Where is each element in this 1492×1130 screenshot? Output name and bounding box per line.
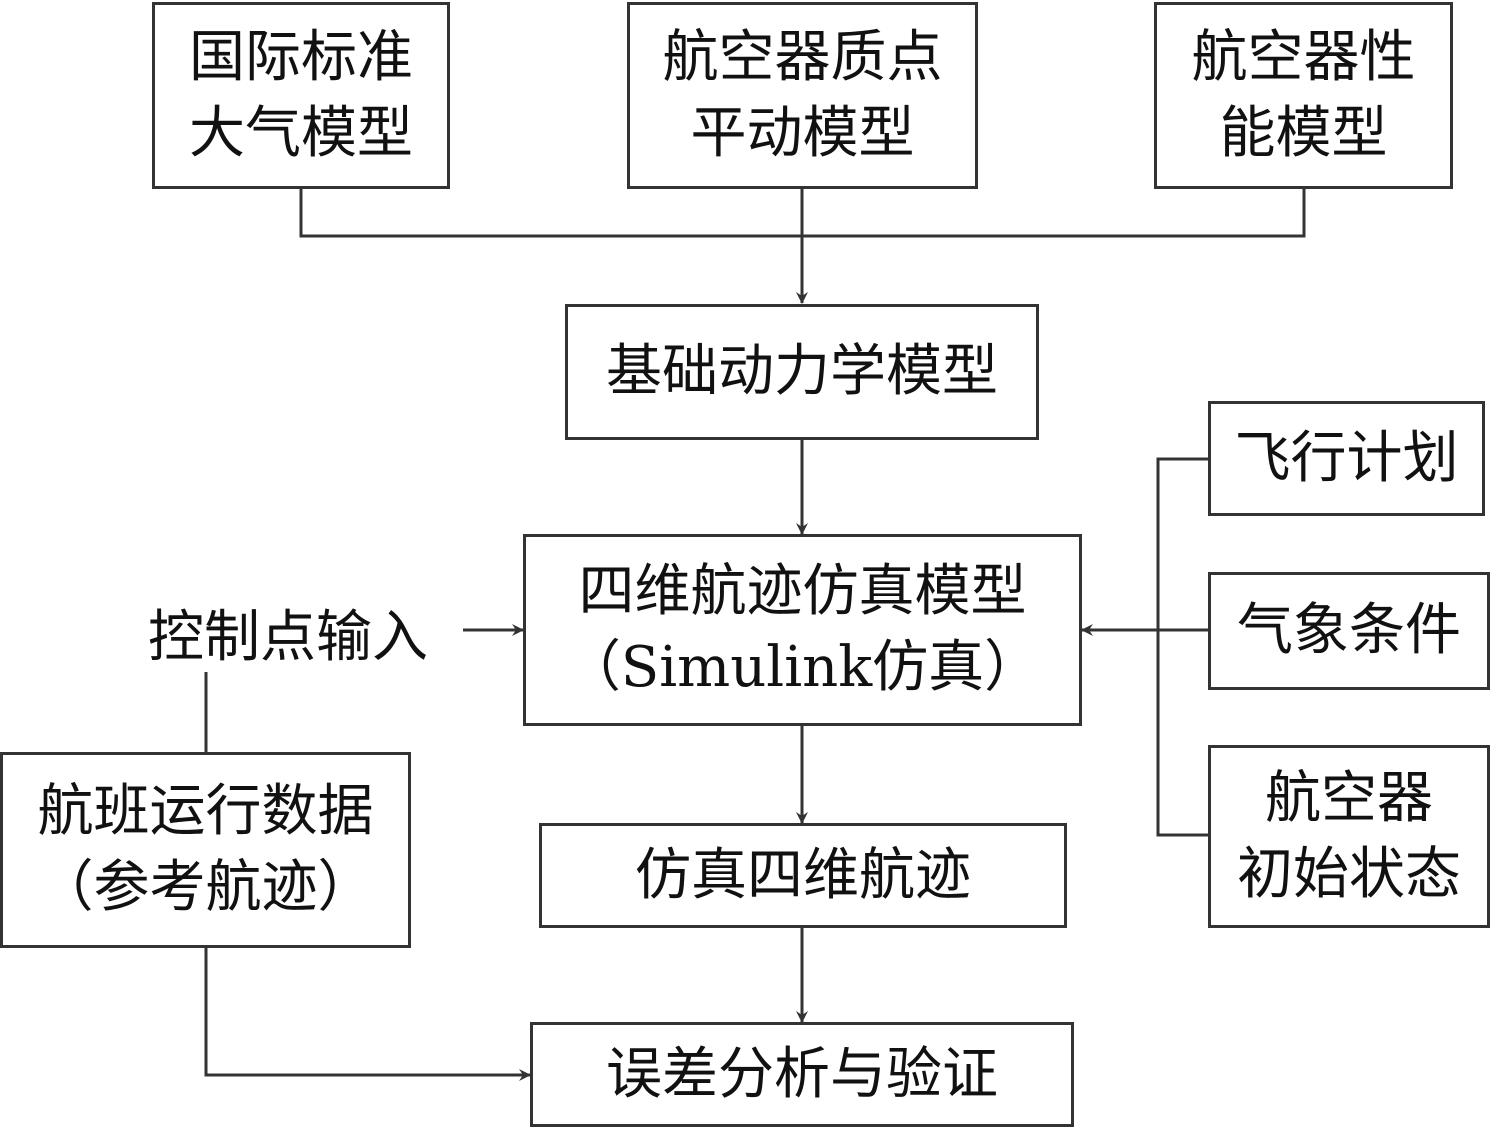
trajectory-sim-line-2: （Simulink仿真）: [564, 635, 1041, 700]
point-mass-model-box: 航空器质点 平动模型: [627, 2, 978, 189]
performance-line-1: 航空器性: [1191, 24, 1416, 90]
flight-data-line-2: （参考航迹）: [37, 855, 374, 920]
performance-model-box: 航空器性 能模型: [1154, 2, 1453, 189]
sim-trajectory-label: 仿真四维航迹: [635, 842, 971, 908]
initial-state-line-1: 航空器: [1265, 765, 1433, 831]
trajectory-simulation-model-box: 四维航迹仿真模型 （Simulink仿真）: [523, 534, 1082, 726]
flight-data-line-1: 航班运行数据: [37, 779, 374, 845]
isa-atmosphere-line-1: 国际标准: [189, 24, 413, 90]
point-mass-line-2: 平动模型: [690, 100, 915, 166]
basic-dynamics-label: 基础动力学模型: [606, 339, 998, 405]
flight-plan-label: 飞行计划: [1234, 425, 1459, 491]
performance-line-2: 能模型: [1219, 100, 1388, 166]
trajectory-sim-line-1: 四维航迹仿真模型: [578, 559, 1027, 625]
connector-right-inputs: [1156, 457, 1208, 837]
flight-plan-box: 飞行计划: [1208, 401, 1485, 516]
basic-dynamics-model-box: 基础动力学模型: [565, 304, 1039, 440]
initial-state-box: 航空器 初始状态: [1208, 745, 1490, 928]
weather-label: 气象条件: [1237, 598, 1461, 664]
error-analysis-box: 误差分析与验证: [530, 1022, 1074, 1127]
error-analysis-label: 误差分析与验证: [606, 1041, 998, 1107]
flight-operation-data-box: 航班运行数据 （参考航迹）: [0, 752, 411, 948]
arrow-flight-data-to-error: [204, 947, 531, 1081]
point-mass-line-1: 航空器质点: [662, 24, 943, 90]
weather-conditions-box: 气象条件: [1208, 572, 1490, 690]
simulated-4d-trajectory-box: 仿真四维航迹: [539, 823, 1067, 928]
control-point-input-label: 控制点输入: [148, 605, 428, 670]
isa-atmosphere-line-2: 大气模型: [189, 100, 413, 166]
isa-atmosphere-box: 国际标准 大气模型: [152, 2, 450, 189]
initial-state-line-2: 初始状态: [1237, 841, 1461, 907]
